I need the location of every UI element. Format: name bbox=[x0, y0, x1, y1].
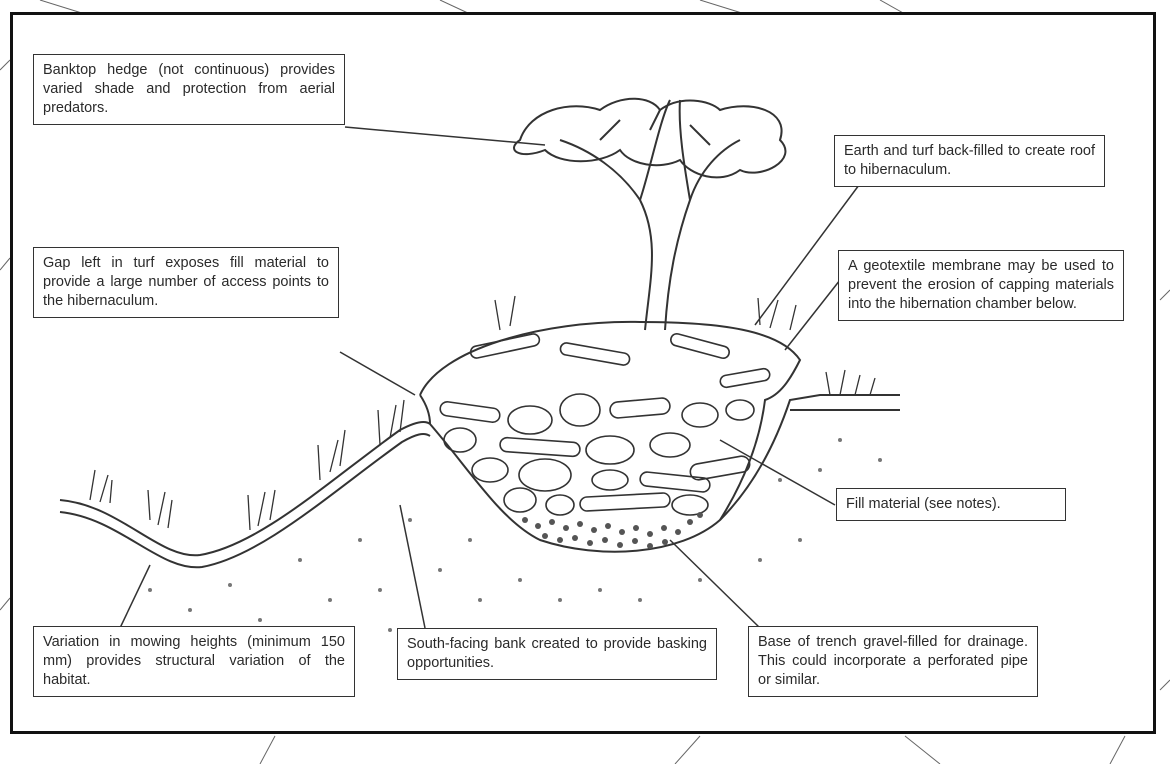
label-mowing-heights: Variation in mowing heights (minimum 150… bbox=[33, 626, 355, 697]
fill-stones bbox=[439, 332, 771, 516]
ground-profile bbox=[59, 394, 900, 569]
grass-tufts bbox=[89, 295, 876, 531]
label-trench-base-text: Base of trench gravel-filled for drainag… bbox=[758, 634, 1028, 688]
label-south-facing-bank-text: South-facing bank created to provide bas… bbox=[407, 636, 707, 671]
label-fill-material: Fill material (see notes). bbox=[836, 488, 1066, 521]
figure-frame bbox=[10, 12, 1156, 734]
label-trench-base: Base of trench gravel-filled for drainag… bbox=[748, 626, 1038, 697]
label-south-facing-bank: South-facing bank created to provide bas… bbox=[397, 628, 717, 680]
label-earth-turf-roof: Earth and turf back-filled to create roo… bbox=[834, 135, 1105, 187]
gravel-base bbox=[522, 512, 703, 549]
chamber bbox=[419, 320, 802, 521]
label-banktop-hedge-text: Banktop hedge (not continuous) provides … bbox=[43, 62, 335, 116]
label-gap-in-turf-text: Gap left in turf exposes fill material t… bbox=[43, 255, 329, 309]
tree bbox=[513, 97, 787, 331]
label-earth-turf-roof-text: Earth and turf back-filled to create roo… bbox=[844, 143, 1095, 178]
label-banktop-hedge: Banktop hedge (not continuous) provides … bbox=[33, 54, 345, 125]
label-mowing-heights-text: Variation in mowing heights (minimum 150… bbox=[43, 634, 345, 688]
leader-lines bbox=[119, 126, 860, 629]
label-gap-in-turf: Gap left in turf exposes fill material t… bbox=[33, 247, 339, 318]
label-geotextile-membrane-text: A geotextile membrane may be used to pre… bbox=[848, 258, 1114, 312]
label-geotextile-membrane: A geotextile membrane may be used to pre… bbox=[838, 250, 1124, 321]
label-fill-material-text: Fill material (see notes). bbox=[846, 496, 1001, 512]
